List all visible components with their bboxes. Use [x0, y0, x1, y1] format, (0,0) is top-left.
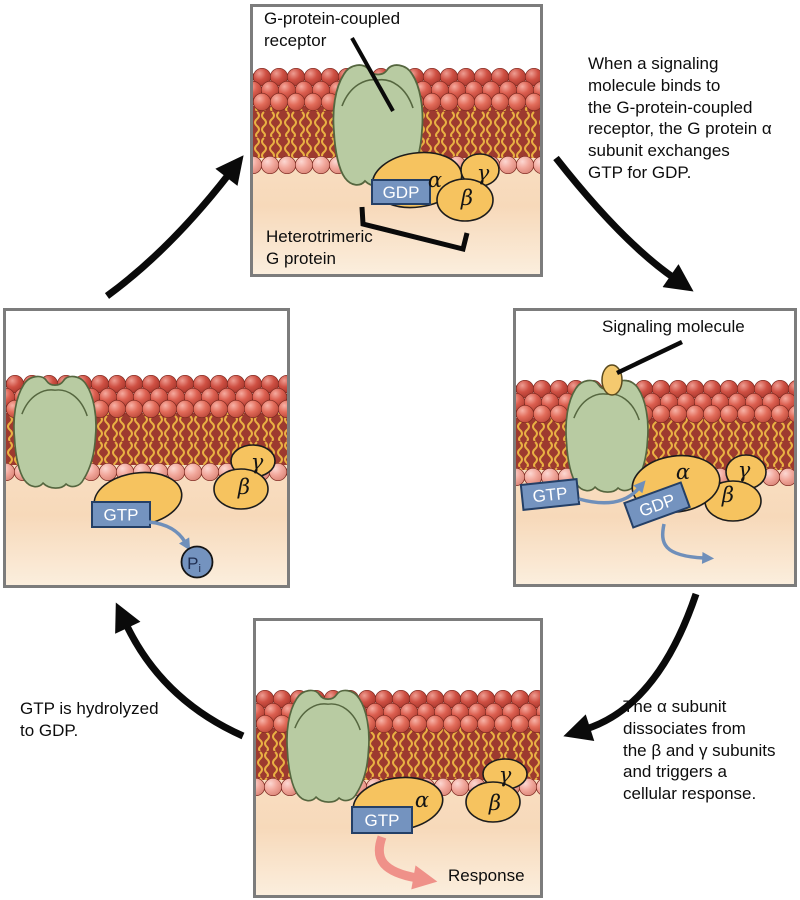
- response-label: Response: [448, 866, 525, 885]
- beta-label: β: [488, 791, 501, 815]
- gdp-box-label: GDP: [383, 183, 420, 202]
- gdp-box: [371, 179, 431, 205]
- alpha-label: α: [415, 788, 429, 812]
- hydrolysis-arrow: [148, 520, 191, 551]
- signaling-molecule-label: Signaling molecule: [602, 317, 745, 336]
- beta-subunit: [465, 781, 521, 823]
- receptor-shape: [565, 379, 649, 493]
- alpha-label: α: [676, 460, 690, 484]
- caption-gtp-exchange: When a signaling molecule binds to the G…: [588, 54, 772, 182]
- gamma-label: γ: [477, 161, 490, 185]
- gtp-box-label: GTP: [532, 484, 569, 507]
- gtp-binding-arrow: [578, 480, 646, 505]
- gtp-box: [91, 501, 151, 528]
- caption-hydrolysis: GTP is hydrolyzed to GDP.: [20, 699, 159, 740]
- arrow-left-to-top: [104, 155, 244, 299]
- gprotein-bracket: [359, 206, 470, 253]
- gdp-release-arrow: [660, 523, 715, 564]
- gdp-box: [623, 481, 691, 529]
- signal-pointer-line: [616, 339, 683, 376]
- receptor-shape: [286, 689, 370, 803]
- beta-label: β: [237, 475, 250, 499]
- receptor-label: G-protein-coupled receptor: [264, 9, 401, 50]
- alpha-label: α: [428, 168, 442, 192]
- gtp-box-label: GTP: [365, 811, 400, 830]
- caption-dissociation: The α subunit dissociates from the β and…: [623, 697, 776, 803]
- receptor-pointer-line: [350, 37, 395, 112]
- heterotrimeric-label: Heterotrimeric G protein: [266, 227, 373, 268]
- pi-molecule: [180, 545, 214, 579]
- beta-label: β: [721, 483, 734, 507]
- gtp-box-label: GTP: [104, 506, 139, 525]
- receptor-shape: [13, 375, 97, 489]
- gtp-box: [519, 478, 581, 511]
- beta-subunit: [213, 468, 269, 510]
- gamma-label: γ: [738, 458, 751, 482]
- gamma-label: γ: [499, 763, 512, 787]
- gtp-box: [351, 806, 413, 834]
- beta-label: β: [460, 186, 473, 210]
- response-arrow: [374, 835, 438, 890]
- beta-subunit: [436, 178, 494, 222]
- pi-label: Pi: [187, 554, 201, 575]
- signaling-molecule: [601, 364, 623, 396]
- gamma-label: γ: [251, 450, 264, 474]
